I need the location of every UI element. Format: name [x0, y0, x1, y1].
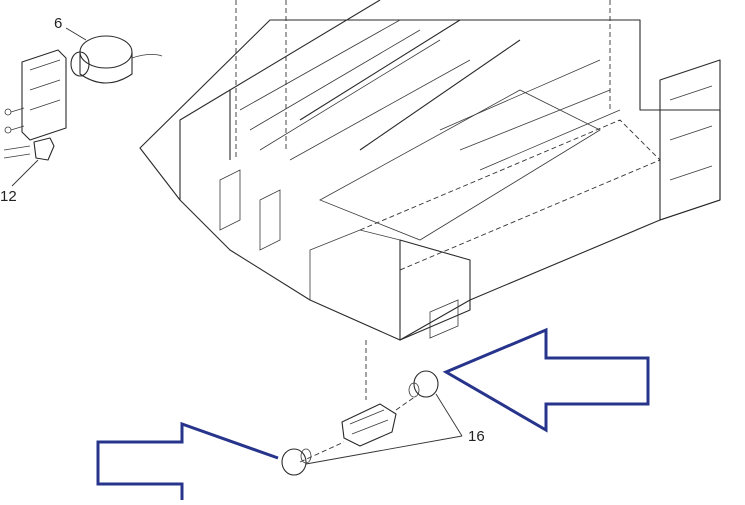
printer-chassis — [139, 0, 721, 341]
callout-label-motor: 6 — [54, 15, 63, 32]
arrow-left-pointing-roller — [96, 421, 279, 500]
pickup-roller-parts — [281, 340, 463, 476]
arrow-right-pointing-roller — [442, 327, 650, 433]
roller-left — [281, 448, 312, 476]
callout-label-bracket: 12 — [0, 188, 17, 205]
bracket-part — [3, 137, 55, 187]
motor-assembly — [4, 27, 163, 141]
roller-right — [408, 370, 439, 398]
callout-label-rollers: 16 — [468, 428, 485, 445]
